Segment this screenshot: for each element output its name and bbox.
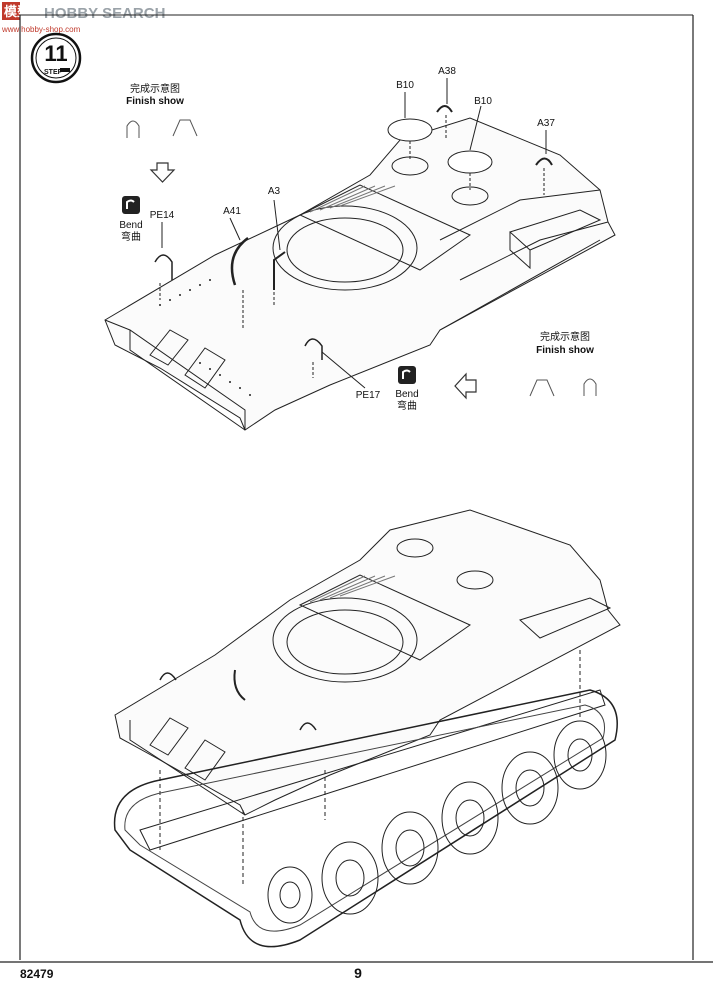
bend-right-cn: 弯曲 (397, 399, 417, 412)
watermark-url: www.hobby-shop.com (1, 25, 81, 34)
label-b10-right: B10 (474, 96, 492, 107)
watermark-logo-icon (2, 2, 20, 20)
watermark: 模型 HOBBY SEARCH www.hobby-shop.com (1, 2, 165, 34)
bend-left-cn: 弯曲 (121, 230, 141, 243)
tank-silhouette-icon (60, 68, 70, 72)
upper-hull-exploded-view (104, 117, 616, 431)
exploded-parts (154, 78, 553, 389)
watermark-logo-chars: 模型 (4, 4, 30, 19)
label-pe17: PE17 (356, 390, 381, 401)
step-number: 11 (44, 41, 67, 66)
arrow-down-icon (149, 162, 176, 183)
label-a3: A3 (268, 186, 281, 197)
footer-kit-number: 82479 (20, 967, 54, 981)
label-b10-left: B10 (396, 80, 414, 91)
footer-page-number: 9 (354, 965, 362, 981)
watermark-site-text: HOBBY SEARCH (44, 5, 165, 22)
label-a37: A37 (537, 118, 555, 129)
bend-right-en: Bend (395, 389, 418, 400)
finish-show-right-en: Finish show (536, 345, 594, 356)
step-label: STEP (44, 69, 63, 76)
finish-show-top-sketch (126, 119, 198, 138)
arrow-left-icon (454, 372, 477, 400)
bend-icon (122, 196, 140, 214)
finish-show-top-cn: 完成示意图 (130, 82, 180, 95)
label-a41: A41 (223, 206, 241, 217)
bend-icon (398, 366, 416, 384)
finish-show-right-sketch (529, 378, 597, 397)
finish-show-top-en: Finish show (126, 96, 184, 107)
label-a38: A38 (438, 66, 456, 77)
bend-left-en: Bend (119, 220, 142, 231)
finish-show-right-cn: 完成示意图 (540, 330, 590, 343)
label-pe14: PE14 (150, 210, 175, 221)
step-badge-icon: 11 STEP (30, 32, 82, 84)
assembled-tank-view (113, 509, 621, 948)
